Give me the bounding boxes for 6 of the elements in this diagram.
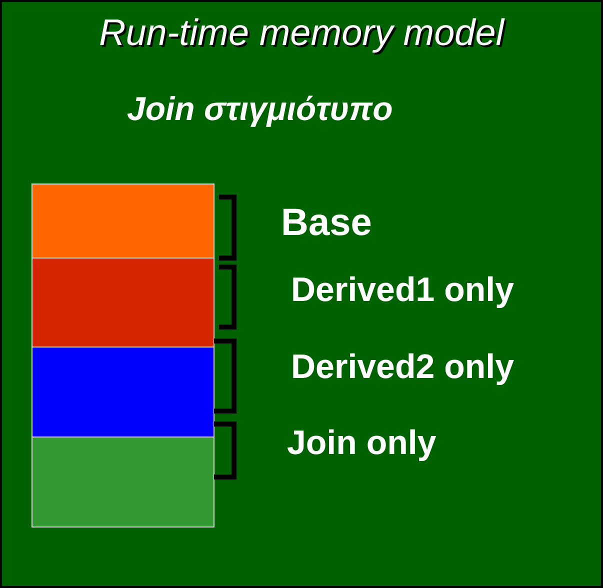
subtitle: Join στιγμιότυπο: [127, 90, 393, 128]
segment-label: Derived2 only: [291, 348, 514, 387]
segment-label: Join only: [287, 424, 436, 463]
title: Run-time memory model: [98, 12, 506, 54]
segment-label: Derived1 only: [291, 271, 514, 310]
segment-label: Base: [281, 202, 372, 245]
